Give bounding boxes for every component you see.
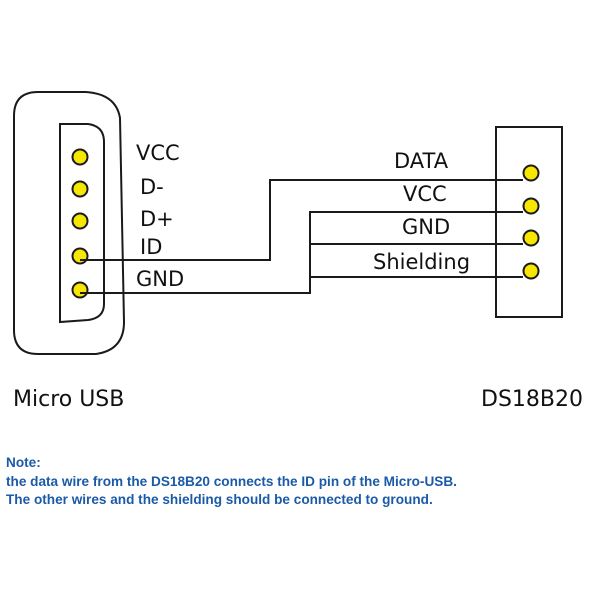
micro-usb-label-id: ID xyxy=(140,235,162,259)
micro-usb-label-vcc: VCC xyxy=(136,141,180,165)
micro-usb-connector-inner xyxy=(59,123,105,324)
ds18b20-connector xyxy=(495,126,563,318)
micro-usb-pin-d-plus xyxy=(71,212,89,230)
ds18b20-label-data: DATA xyxy=(394,149,449,173)
micro-usb-label-d-minus: D- xyxy=(140,175,164,199)
ds18b20-title: DS18B20 xyxy=(481,387,583,412)
ds18b20-pin-vcc xyxy=(522,197,540,215)
micro-usb-label-d-plus: D+ xyxy=(140,207,174,231)
ds18b20-label-gnd: GND xyxy=(402,215,450,239)
ds18b20-pin-gnd xyxy=(522,229,540,247)
micro-usb-pin-id xyxy=(71,247,89,265)
note-title: Note: xyxy=(6,455,41,470)
micro-usb-label-gnd: GND xyxy=(136,267,184,291)
micro-usb-connector-outer xyxy=(13,91,126,355)
ds18b20-label-shielding: Shielding xyxy=(373,250,470,274)
wire-gnd-bus xyxy=(80,211,523,294)
micro-usb-pin-vcc xyxy=(71,148,89,166)
micro-usb-pin-gnd xyxy=(71,281,89,299)
note-line-2: The other wires and the shielding should… xyxy=(6,492,433,507)
ds18b20-label-vcc: VCC xyxy=(403,182,447,206)
ds18b20-pin-shielding xyxy=(522,262,540,280)
note-line-1: the data wire from the DS18B20 connects … xyxy=(6,474,457,489)
micro-usb-title: Micro USB xyxy=(13,387,124,412)
wire-data-to-id xyxy=(80,179,523,261)
micro-usb-pin-d-minus xyxy=(71,180,89,198)
ds18b20-pin-data xyxy=(522,164,540,182)
